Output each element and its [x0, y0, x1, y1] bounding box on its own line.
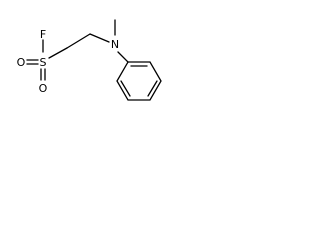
bond-n-phenyl: [117, 51, 129, 63]
atom-nitrogen: N: [111, 38, 119, 51]
atom-sulfur: S: [40, 56, 47, 69]
phenyl-double-bond-3: [120, 80, 131, 97]
phenyl-ring-outline: [116, 61, 162, 101]
chemical-structure: F S O O N: [17, 19, 162, 101]
atom-oxygen-bottom: O: [39, 82, 48, 95]
bond-c1-c2: [66, 33, 91, 49]
bonds: [26, 19, 129, 81]
atom-fluorine: F: [40, 28, 46, 41]
phenyl-ring: [116, 61, 162, 101]
atom-labels: F S O O N: [17, 28, 119, 95]
bond-s-c1: [48, 47, 68, 59]
bond-c2-n: [89, 33, 110, 43]
phenyl-double-bond-2: [147, 80, 158, 97]
atom-oxygen-left: O: [17, 56, 26, 69]
